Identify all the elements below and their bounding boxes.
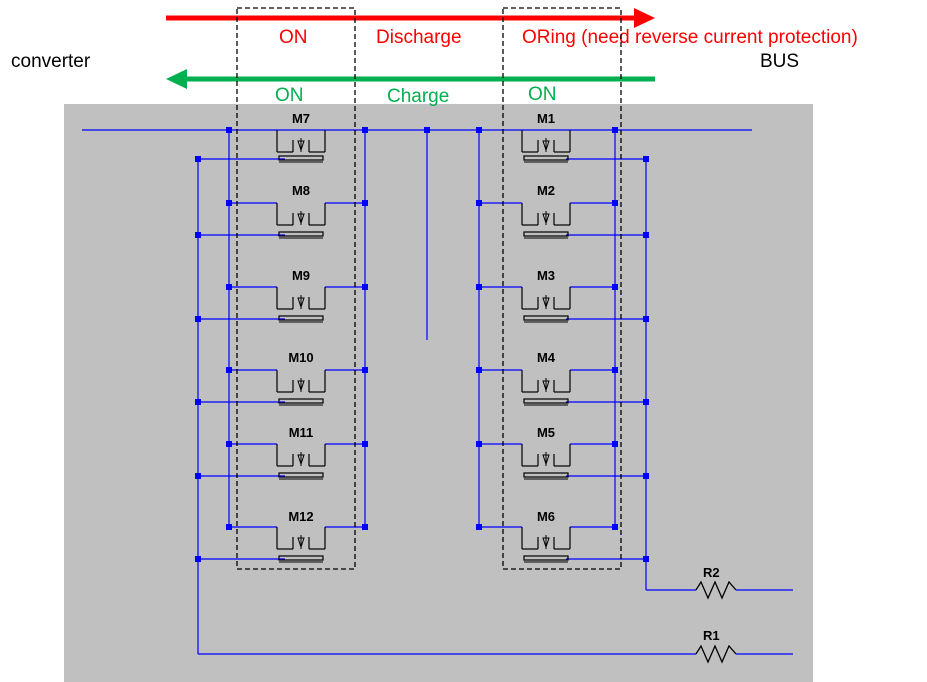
junction-node (226, 367, 232, 373)
r1-label: R1 (703, 628, 720, 643)
mosfet-m1: M1 (521, 111, 646, 163)
discharge-arrow (166, 8, 655, 28)
junction-node (612, 284, 618, 290)
junction-node (195, 316, 201, 322)
mosfet-label-m3: M3 (537, 268, 555, 283)
mosfet-label-m7: M7 (292, 111, 310, 126)
junction-node (362, 367, 368, 373)
junction-node (612, 367, 618, 373)
junction-node (226, 127, 232, 133)
junction-node (476, 127, 482, 133)
mosfet-m4: M4 (479, 350, 646, 406)
mosfet-label-m4: M4 (537, 350, 556, 365)
junction-node (362, 127, 368, 133)
junction-node (195, 473, 201, 479)
mosfet-m2: M2 (479, 183, 646, 239)
mosfet-m9: M9 (198, 268, 365, 323)
junction-node (643, 316, 649, 322)
bus-label: BUS (760, 51, 799, 72)
junction-node (195, 232, 201, 238)
mosfet-m5: M5 (479, 425, 646, 480)
charge-arrow (166, 69, 655, 89)
r2-label: R2 (703, 565, 720, 580)
charge-on-right-label: ON (528, 84, 557, 105)
junction-node (612, 524, 618, 530)
junction-node (476, 367, 482, 373)
junction-node (195, 156, 201, 162)
mosfet-label-m1: M1 (537, 111, 555, 126)
mosfet-label-m2: M2 (537, 183, 555, 198)
junction-node (195, 556, 201, 562)
junction-node (476, 284, 482, 290)
junction-nodes (195, 127, 649, 562)
junction-node (424, 127, 430, 133)
junction-node (643, 232, 649, 238)
junction-node (226, 524, 232, 530)
mosfet-label-m6: M6 (537, 509, 555, 524)
junction-node (476, 441, 482, 447)
schematic-background (64, 104, 813, 682)
mosfet-label-m8: M8 (292, 183, 310, 198)
discharge-label: Discharge (376, 27, 462, 48)
junction-node (226, 284, 232, 290)
junction-node (476, 200, 482, 206)
junction-node (612, 127, 618, 133)
junction-node (362, 284, 368, 290)
charge-label: Charge (387, 86, 449, 107)
mosfet-m10: M10 (198, 350, 365, 406)
junction-node (226, 441, 232, 447)
mosfet-m11: M11 (198, 425, 365, 480)
junction-node (476, 524, 482, 530)
oring-label: ORing (need reverse current protection) (522, 27, 858, 48)
junction-node (362, 200, 368, 206)
charge-on-left-label: ON (275, 85, 304, 106)
mosfet-label-m10: M10 (288, 350, 313, 365)
junction-node (643, 399, 649, 405)
mosfet-m6: M6 (479, 509, 646, 563)
discharge-on-label: ON (279, 27, 308, 48)
junction-node (195, 399, 201, 405)
resistor-r1: R1 (695, 628, 737, 664)
junction-node (362, 441, 368, 447)
junction-node (612, 200, 618, 206)
junction-node (612, 441, 618, 447)
junction-node (643, 156, 649, 162)
mosfet-m7: M7 (198, 111, 326, 163)
mosfet-label-m9: M9 (292, 268, 310, 283)
mosfet-m12: M12 (198, 509, 365, 563)
junction-node (643, 473, 649, 479)
oring-switch-box (502, 7, 622, 570)
discharge-switch-box (236, 7, 356, 570)
wiring (82, 129, 793, 655)
resistor-r2: R2 (695, 565, 737, 600)
junction-node (643, 556, 649, 562)
junction-node (226, 200, 232, 206)
mosfet-label-m11: M11 (289, 425, 314, 440)
converter-label: converter (11, 51, 91, 72)
mosfet-label-m5: M5 (537, 425, 555, 440)
junction-node (362, 524, 368, 530)
mosfet-label-m12: M12 (288, 509, 313, 524)
mosfet-m3: M3 (479, 268, 646, 323)
